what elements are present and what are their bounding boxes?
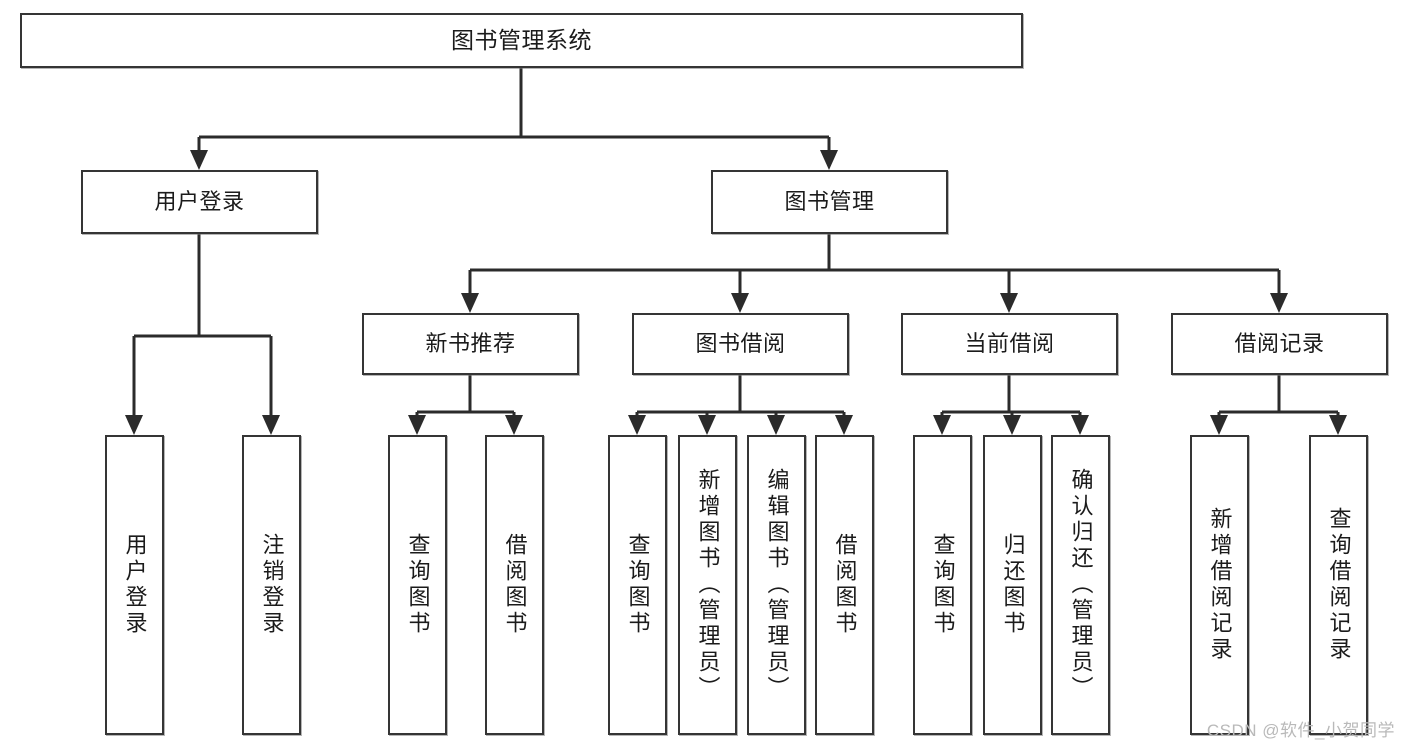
- node-label-leaf-add-borrow-record: 新增借阅记录: [1207, 507, 1233, 663]
- node-label-leaf-confirm-return-admin: 确认归还（管理员）: [1068, 468, 1094, 702]
- node-label-leaf-query-book-3: 查询图书: [930, 533, 956, 637]
- node-leaf-query-book-1[interactable]: 查询图书: [388, 435, 447, 735]
- node-user-login[interactable]: 用户登录: [81, 170, 318, 234]
- drop-leaf-query-book-3-arrowhead: [933, 415, 951, 435]
- node-book-borrow[interactable]: 图书借阅: [632, 313, 849, 375]
- drop-leaf-borrow-book-1-arrowhead: [505, 415, 523, 435]
- node-leaf-confirm-return-admin[interactable]: 确认归还（管理员）: [1051, 435, 1110, 735]
- node-label-leaf-logout: 注销登录: [259, 533, 285, 637]
- watermark-text: CSDN @软件_小贺同学: [1206, 721, 1395, 740]
- node-label-leaf-query-book-2: 查询图书: [625, 533, 651, 637]
- drop-leaf-borrow-book-2-arrowhead: [835, 415, 853, 435]
- node-leaf-borrow-book-1[interactable]: 借阅图书: [485, 435, 544, 735]
- drop-book-manage-arrowhead: [820, 150, 838, 170]
- node-current-borrow[interactable]: 当前借阅: [901, 313, 1118, 375]
- drop-borrow-record-arrowhead: [1270, 293, 1288, 313]
- drop-leaf-edit-book-admin-arrowhead: [767, 415, 785, 435]
- drop-user-login-arrowhead: [190, 150, 208, 170]
- node-leaf-query-book-2[interactable]: 查询图书: [608, 435, 667, 735]
- drop-leaf-logout-arrowhead: [262, 415, 280, 435]
- node-leaf-query-borrow-record[interactable]: 查询借阅记录: [1309, 435, 1368, 735]
- drop-current-borrow-arrowhead: [1000, 293, 1018, 313]
- node-label-user-login: 用户登录: [154, 189, 245, 215]
- node-new-book-recommend[interactable]: 新书推荐: [362, 313, 579, 375]
- node-label-root: 图书管理系统: [451, 26, 592, 53]
- node-root[interactable]: 图书管理系统: [20, 13, 1023, 68]
- node-label-leaf-borrow-book-2: 借阅图书: [832, 533, 858, 637]
- node-label-leaf-edit-book-admin: 编辑图书（管理员）: [764, 468, 790, 702]
- node-label-leaf-query-book-1: 查询图书: [405, 533, 431, 637]
- node-book-manage[interactable]: 图书管理: [711, 170, 948, 234]
- node-borrow-record[interactable]: 借阅记录: [1171, 313, 1388, 375]
- arrowhead-group: [125, 150, 1347, 435]
- node-leaf-add-book-admin[interactable]: 新增图书（管理员）: [678, 435, 737, 735]
- drop-leaf-add-book-admin-arrowhead: [698, 415, 716, 435]
- node-leaf-logout[interactable]: 注销登录: [242, 435, 301, 735]
- node-label-leaf-add-book-admin: 新增图书（管理员）: [695, 468, 721, 702]
- drop-leaf-query-book-1-arrowhead: [408, 415, 426, 435]
- node-label-leaf-borrow-book-1: 借阅图书: [502, 533, 528, 637]
- drop-leaf-query-book-2-arrowhead: [628, 415, 646, 435]
- node-label-leaf-query-borrow-record: 查询借阅记录: [1326, 507, 1352, 663]
- node-leaf-user-login[interactable]: 用户登录: [105, 435, 164, 735]
- node-leaf-return-book[interactable]: 归还图书: [983, 435, 1042, 735]
- node-label-new-book-recommend: 新书推荐: [425, 331, 516, 357]
- node-leaf-query-book-3[interactable]: 查询图书: [913, 435, 972, 735]
- node-label-leaf-return-book: 归还图书: [1000, 533, 1026, 637]
- drop-new-book-recommend-arrowhead: [461, 293, 479, 313]
- node-leaf-add-borrow-record[interactable]: 新增借阅记录: [1190, 435, 1249, 735]
- drop-leaf-add-borrow-record-arrowhead: [1210, 415, 1228, 435]
- drop-leaf-user-login-arrowhead: [125, 415, 143, 435]
- node-label-book-borrow: 图书借阅: [695, 331, 786, 357]
- node-leaf-borrow-book-2[interactable]: 借阅图书: [815, 435, 874, 735]
- node-leaf-edit-book-admin[interactable]: 编辑图书（管理员）: [747, 435, 806, 735]
- drop-book-borrow-arrowhead: [731, 293, 749, 313]
- drop-leaf-confirm-return-admin-arrowhead: [1071, 415, 1089, 435]
- node-label-borrow-record: 借阅记录: [1234, 331, 1325, 357]
- node-label-leaf-user-login: 用户登录: [122, 533, 148, 637]
- drop-leaf-query-borrow-record-arrowhead: [1329, 415, 1347, 435]
- node-label-current-borrow: 当前借阅: [964, 331, 1055, 357]
- drop-leaf-return-book-arrowhead: [1003, 415, 1021, 435]
- node-label-book-manage: 图书管理: [784, 189, 875, 215]
